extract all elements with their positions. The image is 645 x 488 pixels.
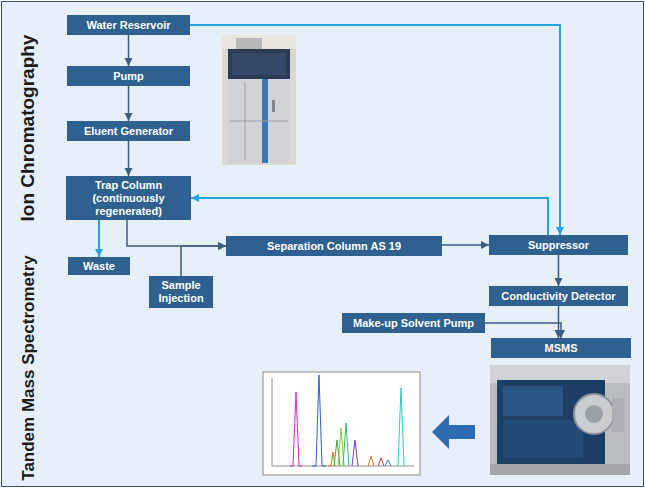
box-label: Eluent Generator <box>84 125 173 138</box>
box-label: Sample Injection <box>153 279 209 305</box>
process-box: Suppressor <box>489 235 628 255</box>
box-label: MSMS <box>545 342 578 355</box>
flow-arrow <box>190 25 560 235</box>
process-box: Separation Column AS 19 <box>226 236 442 256</box>
flow-arrow <box>128 141 130 176</box>
box-label: Waste <box>83 260 115 273</box>
ic-instrument-photo <box>222 35 296 165</box>
section-label: Ion Chromatography <box>17 35 39 222</box>
flow-arrow <box>128 35 130 66</box>
flow-arrow <box>485 323 561 338</box>
process-box: Sample Injection <box>149 276 213 308</box>
box-label: Separation Column AS 19 <box>267 240 401 253</box>
box-label: Make-up Solvent Pump <box>353 317 474 330</box>
flow-arrow <box>181 246 226 276</box>
flow-arrow <box>98 220 100 257</box>
box-label: Suppressor <box>528 239 589 252</box>
flow-arrow <box>442 244 489 246</box>
flow-arrow <box>558 255 560 286</box>
process-box: Conductivity Detector <box>489 286 628 306</box>
box-label: Conductivity Detector <box>501 290 615 303</box>
box-label: Water Reservoir <box>87 19 171 32</box>
process-box: Make-up Solvent Pump <box>342 313 485 333</box>
process-box: Eluent Generator <box>67 121 190 141</box>
output-arrow <box>432 415 475 449</box>
box-label: Pump <box>113 70 144 83</box>
process-box: Water Reservoir <box>67 15 190 35</box>
flow-arrow <box>127 220 226 246</box>
process-box: Waste <box>68 257 130 275</box>
section-label: Tandem Mass Spectrometry <box>18 255 38 480</box>
ms-instrument-photo <box>490 365 630 475</box>
flow-arrow <box>558 306 560 338</box>
flow-arrow <box>191 198 548 235</box>
box-label: Trap Column (continuously regenerated) <box>70 179 187 218</box>
process-box: MSMS <box>491 338 631 358</box>
chromatogram-image <box>263 372 420 475</box>
process-box: Trap Column (continuously regenerated) <box>66 176 191 220</box>
process-box: Pump <box>67 66 190 86</box>
flow-arrow <box>128 86 130 121</box>
